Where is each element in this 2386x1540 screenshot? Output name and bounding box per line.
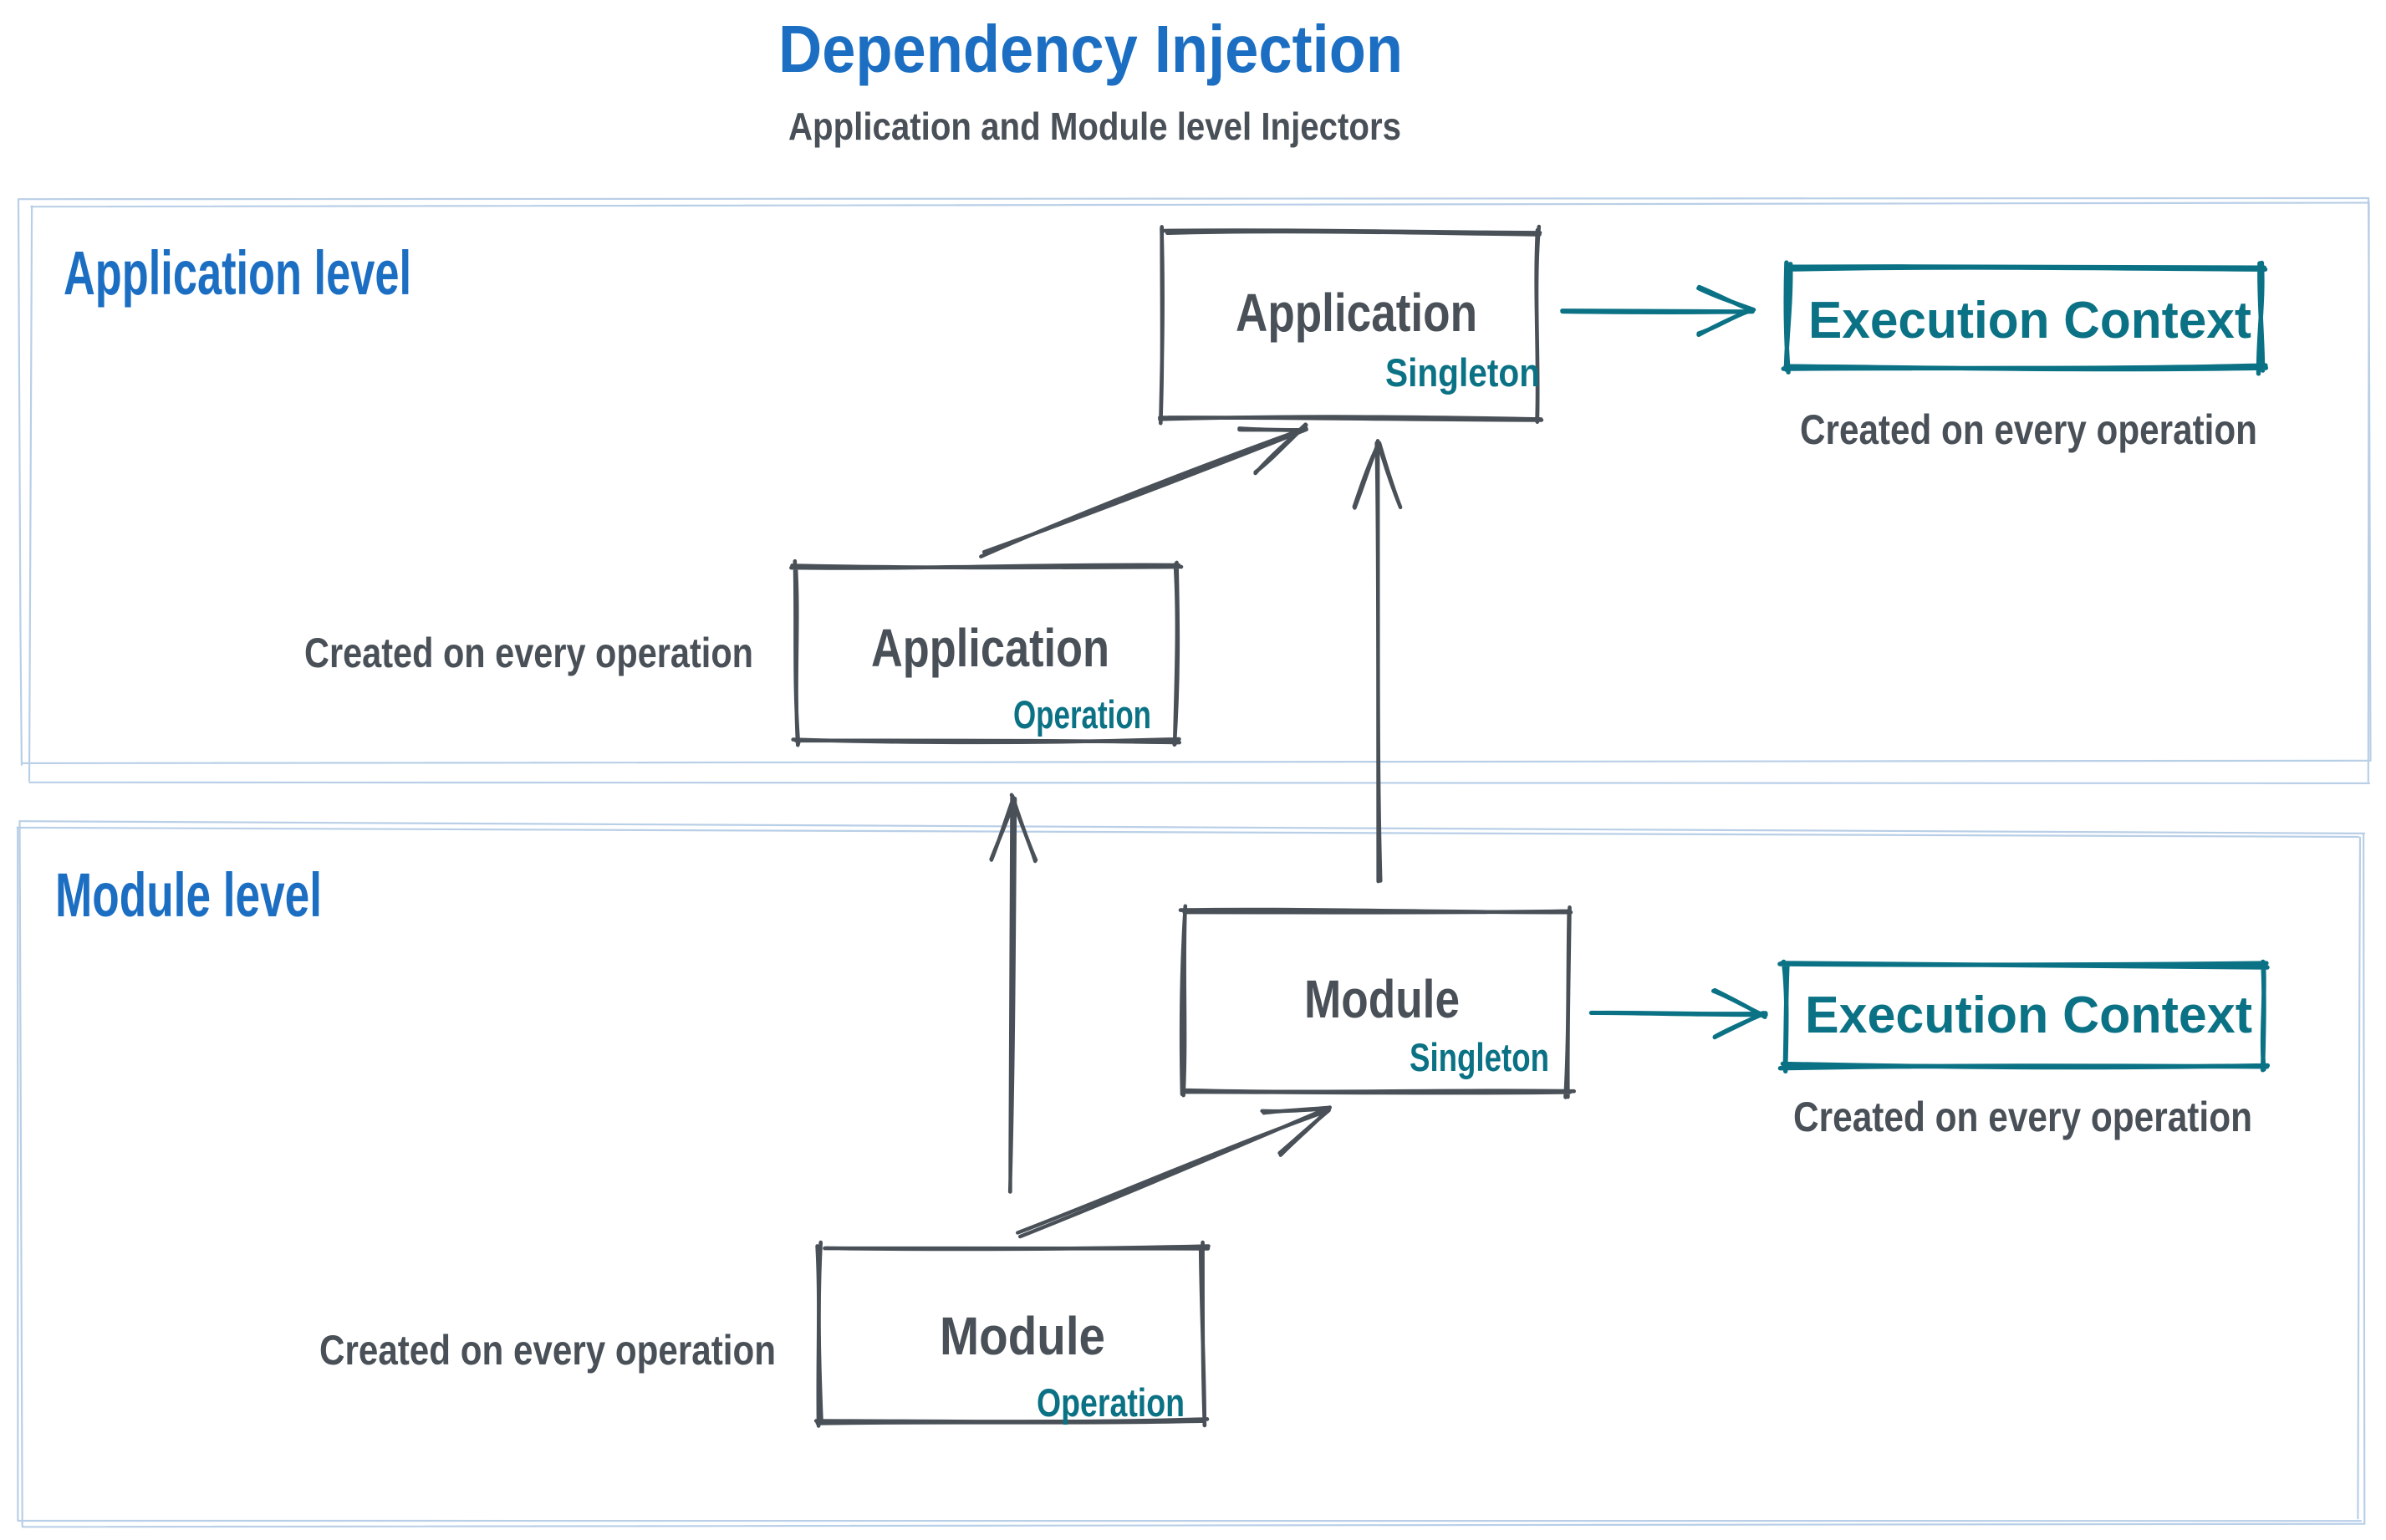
svg-text:Dependency Injection: Dependency Injection — [778, 12, 1403, 86]
svg-text:Application: Application — [1236, 283, 1477, 343]
svg-text:Application level: Application level — [64, 238, 411, 308]
svg-text:Created on every operation: Created on every operation — [319, 1327, 776, 1374]
svg-text:Created on every operation: Created on every operation — [1800, 406, 2257, 453]
svg-text:Execution Context: Execution Context — [1808, 292, 2251, 349]
svg-text:Operation: Operation — [1013, 692, 1151, 737]
svg-text:Singleton: Singleton — [1410, 1035, 1549, 1079]
svg-text:Execution Context: Execution Context — [1805, 987, 2252, 1044]
svg-text:Created on every operation: Created on every operation — [1793, 1094, 2252, 1140]
svg-text:Application and Module level I: Application and Module level Injectors — [788, 105, 1401, 148]
svg-text:Created on every operation: Created on every operation — [304, 630, 753, 676]
svg-text:Module: Module — [940, 1306, 1105, 1366]
svg-text:Application: Application — [871, 618, 1109, 678]
svg-text:Module level: Module level — [55, 860, 322, 930]
svg-text:Operation: Operation — [1037, 1380, 1185, 1425]
svg-text:Singleton: Singleton — [1385, 350, 1540, 395]
svg-text:Module: Module — [1304, 969, 1460, 1029]
